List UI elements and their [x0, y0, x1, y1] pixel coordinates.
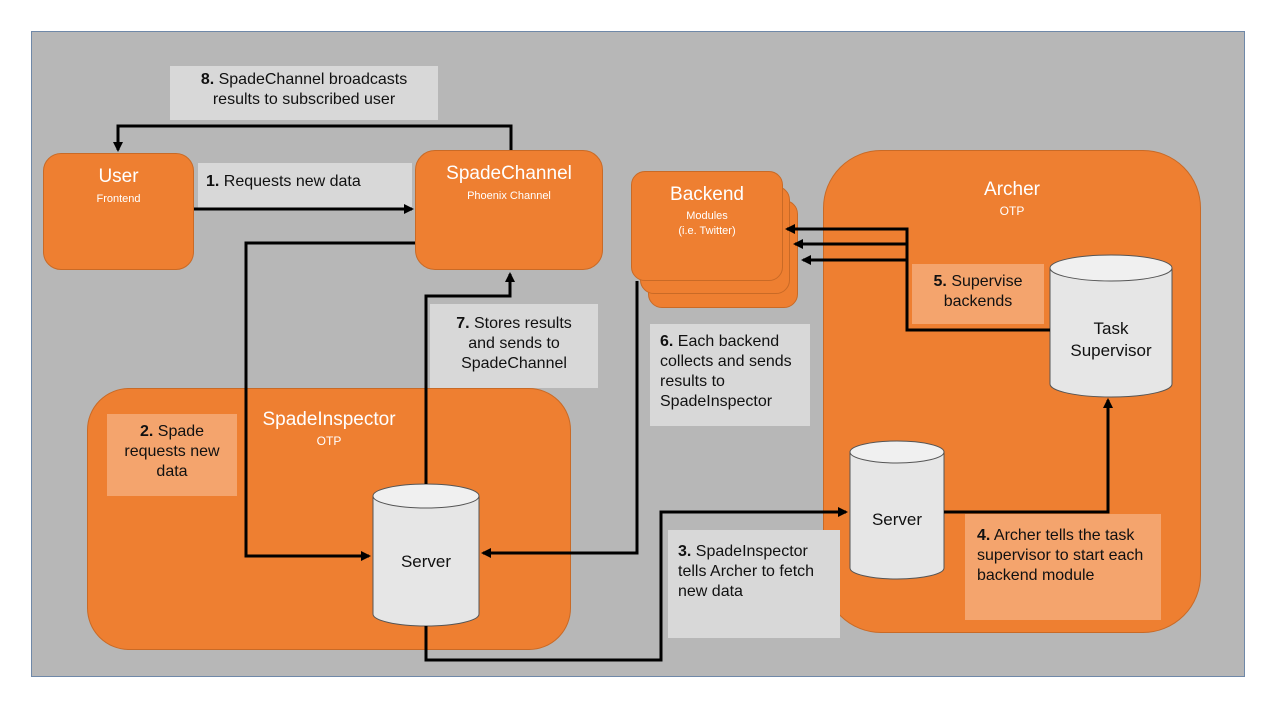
step-1-note: 1. Requests new data: [198, 163, 412, 209]
arrow-step-2: [244, 241, 415, 561]
step-5-number: 5.: [933, 273, 947, 290]
backend-subtitle-1: Modules: [686, 210, 728, 222]
backend-title: Backend: [670, 184, 744, 205]
step-6-note: 6. Each backend collects and sends resul…: [650, 324, 810, 426]
inspector-server-cylinder: [372, 483, 480, 627]
spadeinspector-subtitle: OTP: [316, 434, 342, 448]
user-subtitle: Frontend: [96, 193, 141, 205]
step-8-number: 8.: [200, 71, 215, 88]
backend-subtitle-2: (i.e. Twitter): [678, 224, 736, 237]
step-1-number: 1.: [206, 173, 220, 190]
task-supervisor-label-line1: Task: [1093, 319, 1129, 338]
step-2-note: 2. Spade requests new data: [107, 414, 237, 496]
arrow-step-4: [944, 398, 1113, 514]
step-4-number: 4.: [977, 527, 991, 544]
step-6-number: 6.: [660, 333, 674, 350]
arrow-step-6: [481, 281, 639, 558]
task-supervisor-label-line2: Supervisor: [1070, 341, 1152, 360]
step-8-text: SpadeChannel broadcasts results to subsc…: [212, 71, 408, 108]
step-3-text: SpadeInspector tells Archer to fetch new…: [678, 543, 815, 600]
user-title: User: [98, 166, 139, 187]
step-7-number: 7.: [456, 315, 470, 332]
spadechannel-subtitle: Phoenix Channel: [467, 190, 551, 202]
step-7-note: 7. Stores results and sends to SpadeChan…: [430, 304, 598, 388]
step-6-text: Each backend collects and sends results …: [660, 333, 792, 410]
arrow-step-8: [113, 124, 513, 152]
archer-server-label: Server: [871, 510, 923, 529]
inspector-server-label: Server: [400, 552, 452, 571]
archer-server-cylinder: [849, 440, 945, 580]
arrow-step-5a: [785, 224, 1050, 332]
archer-subtitle: OTP: [999, 204, 1025, 218]
step-4-note: 4. Archer tells the task supervisor to s…: [965, 514, 1161, 620]
backend-node: Backend Modules (i.e. Twitter): [631, 171, 783, 281]
step-7-text: Stores results and sends to SpadeChannel: [461, 315, 572, 372]
step-2-text: Spade requests new data: [124, 423, 220, 480]
step-2-number: 2.: [139, 423, 154, 440]
user-node: User Frontend: [43, 153, 194, 270]
step-3-number: 3.: [678, 543, 692, 560]
step-5-text: Supervise backends: [943, 273, 1023, 310]
arrow-step-7: [424, 272, 515, 484]
archer-title: Archer: [984, 179, 1040, 200]
task-supervisor-cylinder: [1049, 254, 1173, 398]
step-4-text: Archer tells the task supervisor to star…: [977, 527, 1144, 584]
step-3-note: 3. SpadeInspector tells Archer to fetch …: [668, 530, 840, 638]
spadechannel-title: SpadeChannel: [446, 163, 572, 184]
spadeinspector-title: SpadeInspector: [262, 409, 396, 430]
task-supervisor-label: Task Supervisor: [1050, 318, 1172, 362]
arrow-step-3: [424, 507, 848, 662]
step-8-note: 8. SpadeChannel broadcasts results to su…: [170, 66, 438, 120]
step-1-text: Requests new data: [223, 173, 361, 190]
step-5-note: 5. Supervise backends: [912, 264, 1044, 324]
spadechannel-node: SpadeChannel Phoenix Channel: [415, 150, 603, 270]
